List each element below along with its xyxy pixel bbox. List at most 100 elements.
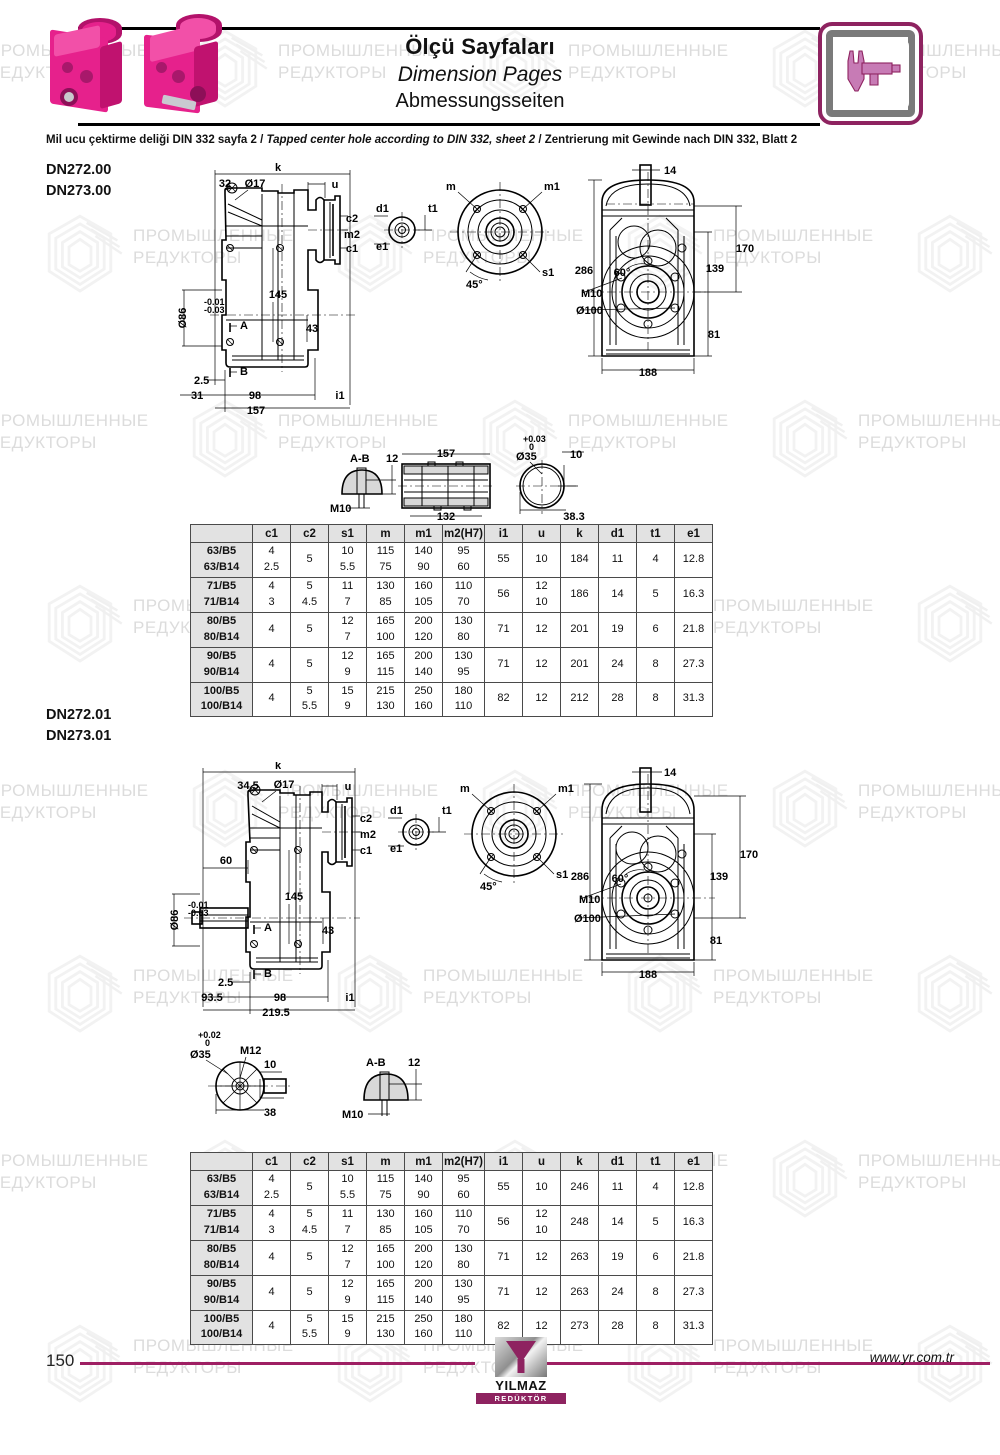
brand-mark-icon <box>495 1337 547 1377</box>
col-head-i1: i1 <box>484 1152 523 1171</box>
svg-text:s1: s1 <box>556 869 568 881</box>
cell-t1: 6 <box>636 611 675 648</box>
cell-d1: 14 <box>598 1204 637 1241</box>
svg-text:A: A <box>240 320 248 332</box>
cell-u: 12 <box>522 646 561 683</box>
website-url[interactable]: www.yr.com.tr <box>869 1350 954 1365</box>
model-label-group-1: DN272.00 DN273.00 <box>46 160 111 202</box>
caliper-icon-inner <box>836 39 909 110</box>
svg-text:t1: t1 <box>442 805 452 817</box>
gearbox-photo-right <box>140 14 228 126</box>
header-rule-top <box>78 27 820 30</box>
din-note-tr: Mil ucu çektirme deliği DIN 332 sayfa 2 <box>46 134 257 146</box>
svg-text:Ø35: Ø35 <box>190 1049 211 1061</box>
col-head-d1: d1 <box>598 1152 637 1171</box>
title-block: Ölçü Sayfaları Dimension Pages Abmessung… <box>230 30 730 113</box>
brand-name: YILMAZ <box>495 1378 547 1393</box>
svg-text:M10: M10 <box>581 288 602 300</box>
svg-text:45°: 45° <box>466 279 483 291</box>
model-code-dn27200: DN272.00 <box>46 162 112 178</box>
svg-text:286: 286 <box>575 265 593 277</box>
svg-text:m: m <box>460 783 470 795</box>
footer-rule-right <box>540 1362 990 1365</box>
cell-i1: 71 <box>484 611 523 648</box>
cell-t1: 4 <box>636 542 675 578</box>
svg-text:10: 10 <box>570 449 582 461</box>
cell-c2: 5 <box>290 646 329 683</box>
svg-text:38: 38 <box>264 1107 276 1119</box>
col-head-d1: d1 <box>598 524 637 543</box>
model-code-dn27301: DN273.01 <box>46 728 112 745</box>
svg-text:170: 170 <box>740 849 758 861</box>
col-head-m: m <box>366 524 405 543</box>
page-header: Ölçü Sayfaları Dimension Pages Abmessung… <box>0 0 1000 130</box>
svg-text:34.5: 34.5 <box>237 780 258 792</box>
svg-text:14: 14 <box>664 767 677 779</box>
detail-views-group-2: +0.02 0 Ø35 M12 10 38 A-B 12 M10 <box>178 1024 508 1134</box>
svg-text:170: 170 <box>736 243 754 255</box>
table-header-row: c1 c2 s1 m m1 m2(H7) i1 u k d1 t1 e1 <box>190 1152 713 1171</box>
svg-text:Ø17: Ø17 <box>245 178 266 190</box>
svg-text:157: 157 <box>247 405 265 417</box>
cell-d1: 24 <box>598 646 637 683</box>
col-head-m2: m2(H7) <box>442 1152 485 1171</box>
page-title-en: Dimension Pages <box>397 63 563 86</box>
col-head-m2: m2(H7) <box>442 524 485 543</box>
svg-text:43: 43 <box>322 925 334 937</box>
cell-k: 201 <box>560 646 599 683</box>
cell-u: 12 <box>522 611 561 648</box>
cell-u: 12 <box>522 1274 561 1311</box>
svg-text:Ø86: Ø86 <box>170 910 181 931</box>
cell-k: 201 <box>560 611 599 648</box>
cell-u: 10 <box>522 542 561 578</box>
cell-t1: 8 <box>636 646 675 683</box>
svg-text:A: A <box>264 922 272 934</box>
cell-e1: 16.3 <box>674 1204 713 1241</box>
cell-c1: 4 <box>252 611 291 648</box>
svg-text:e1: e1 <box>376 241 388 253</box>
svg-text:139: 139 <box>710 871 728 883</box>
cell-i1: 55 <box>484 542 523 578</box>
cell-k: 263 <box>560 1239 599 1276</box>
cell-t1: 6 <box>636 1239 675 1276</box>
cell-e1: 27.3 <box>674 646 713 683</box>
svg-text:132: 132 <box>437 511 455 522</box>
svg-text:d1: d1 <box>376 203 389 215</box>
svg-text:60°: 60° <box>614 267 631 279</box>
svg-text:0: 0 <box>205 1038 210 1048</box>
svg-text:219.5: 219.5 <box>262 1007 290 1019</box>
cell-i1: 71 <box>484 1239 523 1276</box>
din-note-sep2: / <box>538 134 542 146</box>
svg-text:k: k <box>275 162 282 174</box>
page-footer: 150 YILMAZ REDÜKTÖR www.yr.com.tr <box>0 1337 1000 1405</box>
svg-text:u: u <box>345 781 352 793</box>
